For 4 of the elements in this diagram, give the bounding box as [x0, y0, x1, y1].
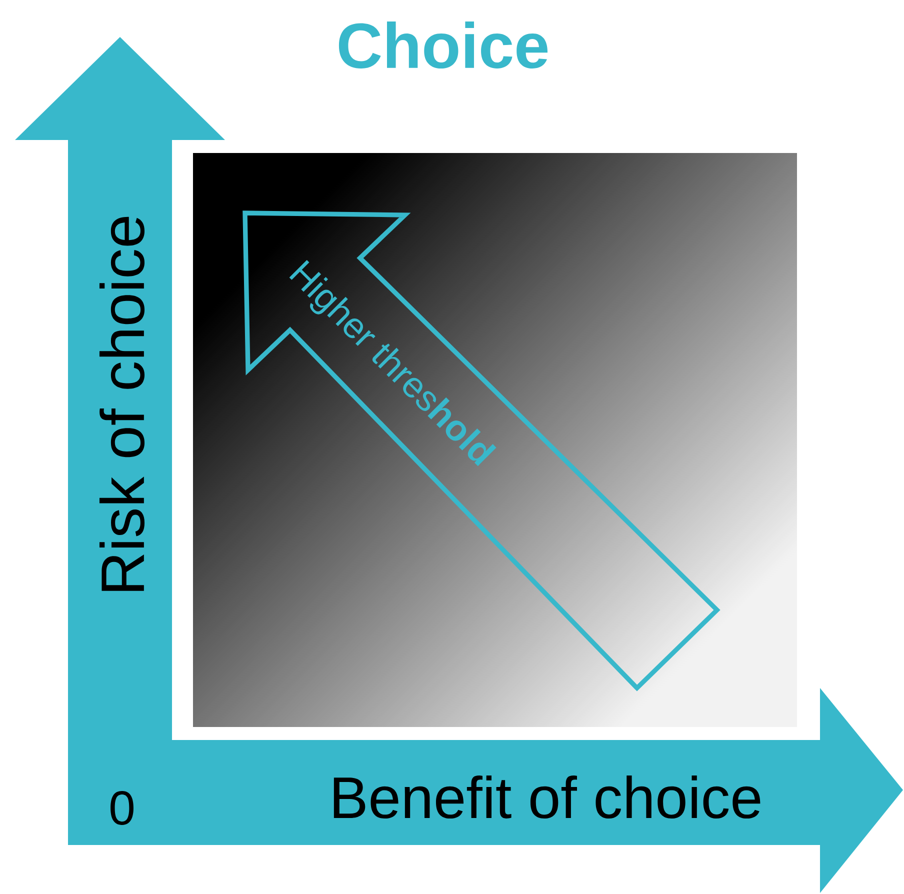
- title: Choice: [338, 22, 548, 68]
- axis-label: Benefit of choice: [334, 775, 760, 819]
- axis-label: Risk of choice: [100, 216, 145, 591]
- origin-label: 0: [110, 791, 134, 825]
